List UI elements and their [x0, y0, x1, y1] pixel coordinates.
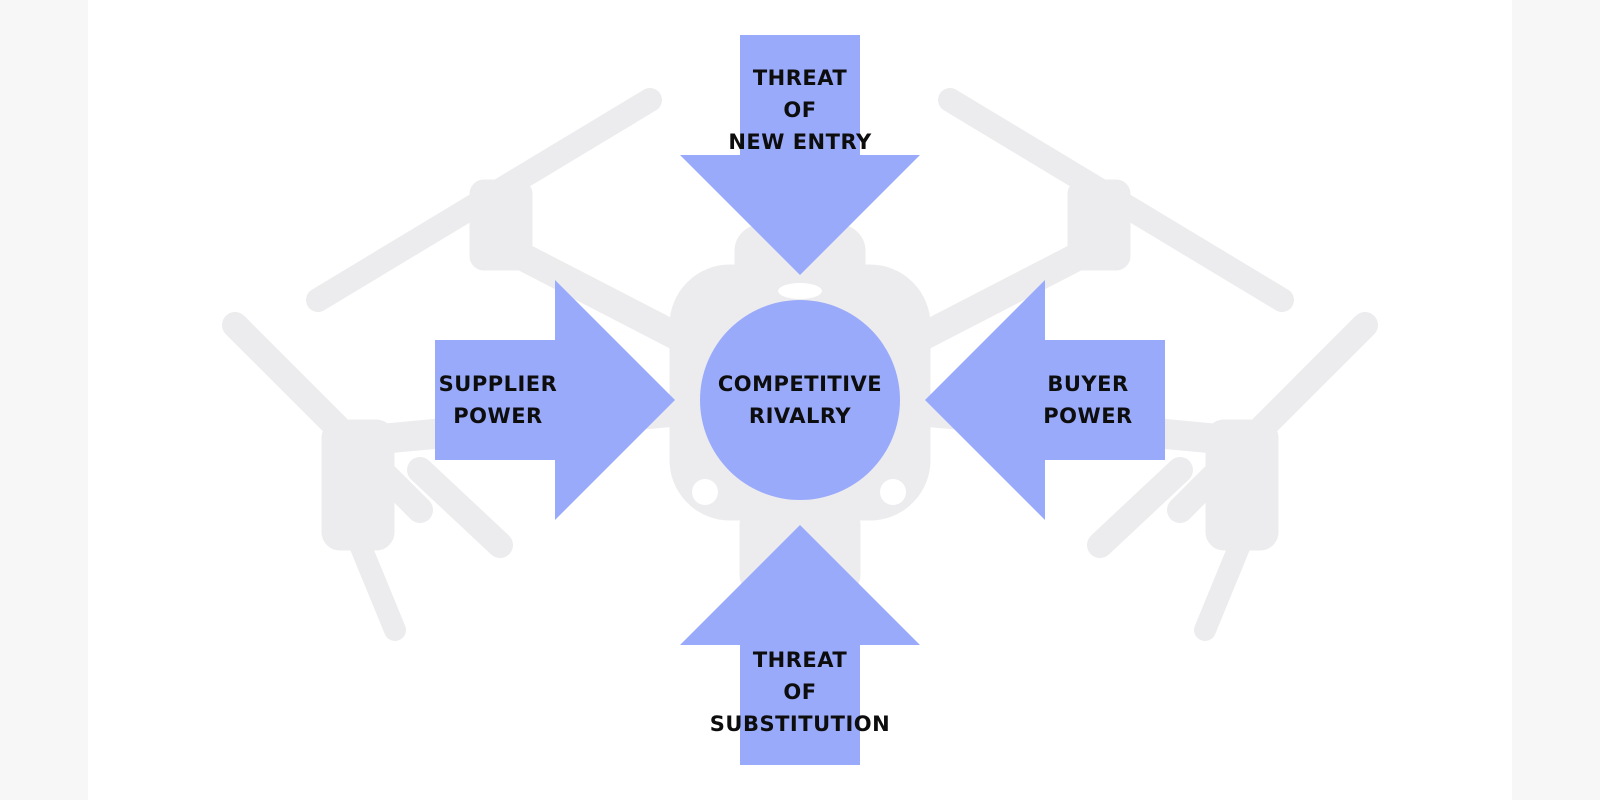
label-top-line1: THREAT [752, 66, 848, 90]
label-right-line1: BUYER [1047, 372, 1129, 396]
label-right: BUYER POWER [1018, 368, 1158, 432]
arrow-right [925, 280, 1165, 520]
light-right-icon [880, 479, 906, 505]
label-center-line2: RIVALRY [748, 404, 852, 428]
center-circle [700, 300, 900, 500]
label-top: THREAT OF NEW ENTRY [700, 62, 900, 158]
arrow-bottom [680, 525, 920, 765]
label-left: SUPPLIER POWER [428, 368, 568, 432]
label-bottom: THREAT OF SUBSTITUTION [680, 644, 920, 740]
label-bottom-line2: OF [783, 680, 817, 704]
arrow-top [680, 35, 920, 275]
light-left-icon [692, 479, 718, 505]
label-top-line2: OF [783, 98, 817, 122]
sensor-window-icon [778, 283, 822, 299]
label-left-line2: POWER [453, 404, 543, 428]
label-center-line1: COMPETITIVE [717, 372, 883, 396]
label-top-line3: NEW ENTRY [728, 130, 872, 154]
label-center: COMPETITIVE RIVALRY [700, 368, 900, 432]
label-left-line1: SUPPLIER [438, 372, 558, 396]
label-right-line2: POWER [1043, 404, 1133, 428]
label-bottom-line3: SUBSTITUTION [709, 712, 891, 736]
label-bottom-line1: THREAT [752, 648, 848, 672]
arrow-left [435, 280, 675, 520]
